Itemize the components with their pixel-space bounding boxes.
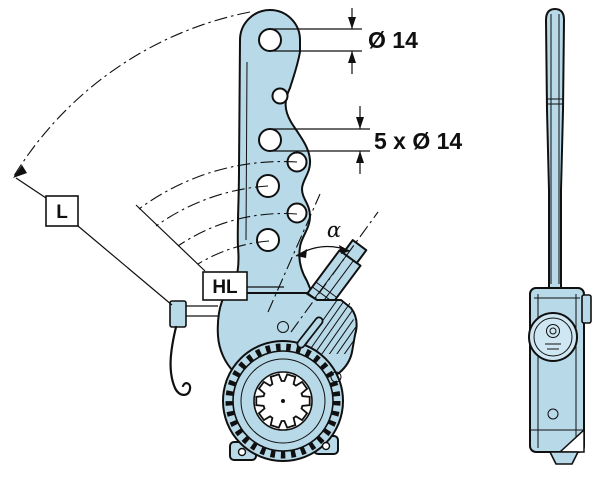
- swing-arc-arrowhead: [13, 165, 27, 178]
- label-l-group: L: [15, 177, 173, 306]
- side-arm: [545, 8, 565, 289]
- hole-radius-arc-3: [155, 185, 269, 227]
- side-lower-boss: [547, 408, 559, 420]
- hole-radius-arc-1: [197, 240, 270, 265]
- arm-hole-top: [258, 28, 282, 52]
- dimension-five-holes: 5 x Ø 14: [272, 106, 462, 174]
- gear-center-mark: [281, 399, 285, 403]
- rib-line: [305, 296, 348, 354]
- rib-line: [335, 296, 356, 354]
- arm-hole-4: [286, 202, 308, 224]
- cotter-pin-wire: [169, 325, 192, 396]
- hole-radius-arc-2: [177, 212, 298, 247]
- label-hl: HL: [212, 277, 238, 298]
- rib-line: [327, 296, 356, 354]
- arm-hole-small: [271, 87, 289, 105]
- rib-line: [312, 296, 356, 354]
- front-view: [169, 9, 368, 462]
- hub-emblem: [545, 324, 561, 350]
- alpha-symbol: α: [327, 218, 341, 242]
- alpha-reference-line: [267, 193, 321, 313]
- dim-top-text: Ø 14: [368, 27, 418, 53]
- housing-details: [237, 316, 342, 457]
- swing-arcs: [13, 11, 298, 265]
- dimension-top-hole: Ø 14: [272, 8, 418, 74]
- label-hl-group: HL: [135, 204, 284, 301]
- side-foot: [549, 451, 579, 465]
- hole-radius-arc-4: [138, 161, 298, 210]
- arm-inner-contour: [245, 61, 248, 241]
- boss-centerline: [290, 211, 379, 333]
- arm-hole-1: [258, 128, 282, 152]
- angle-alpha: α: [267, 193, 379, 333]
- label-box-l: [45, 195, 79, 227]
- spline-bore: [255, 373, 311, 429]
- worm-gear: [222, 340, 344, 462]
- side-tab: [581, 294, 592, 324]
- dim-holes-text: 5 x Ø 14: [374, 128, 462, 154]
- gear-teeth-ring: [225, 343, 341, 459]
- side-view: [528, 8, 592, 465]
- label-l: L: [56, 202, 68, 223]
- swing-arc-large: [13, 11, 251, 177]
- clevis-pin-clip: [169, 300, 218, 396]
- adjuster-hex-boss: [306, 239, 368, 310]
- label-box-hl: [202, 271, 248, 301]
- arm-hole-5: [256, 228, 280, 252]
- rib-line: [342, 296, 356, 354]
